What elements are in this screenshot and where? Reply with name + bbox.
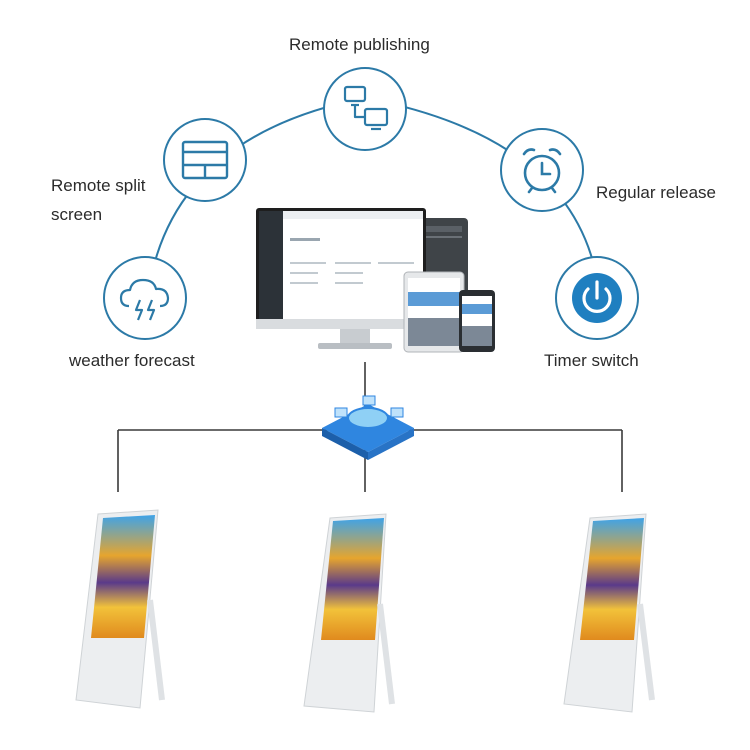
tablet-device xyxy=(403,271,465,353)
kiosk-left xyxy=(75,509,165,709)
regular-release-circle xyxy=(500,128,584,212)
hub-card-top xyxy=(362,395,376,406)
remote-publishing-label: Remote publishing xyxy=(289,35,430,54)
kiosk-left-stand xyxy=(147,599,165,701)
hub-card-left xyxy=(334,407,348,418)
kiosk-center xyxy=(303,513,395,713)
hub-right-side xyxy=(368,428,414,460)
split-layout-icon xyxy=(181,140,229,180)
network-computers-icon xyxy=(343,85,389,131)
phone-device xyxy=(459,290,495,352)
desktop-monitor xyxy=(256,208,426,349)
cloud-lightning-icon xyxy=(119,278,170,321)
weather-forecast-label: weather forecast xyxy=(69,351,195,370)
remote-split-circle xyxy=(163,118,247,202)
weather-forecast-circle xyxy=(103,256,187,340)
hub-card-right xyxy=(390,407,404,418)
timer-switch-label: Timer switch xyxy=(544,351,639,370)
kiosk-right xyxy=(563,513,655,713)
kiosk-left-screen xyxy=(91,515,155,638)
hub-disc xyxy=(347,407,389,429)
regular-release-label: Regular release xyxy=(596,183,717,202)
kiosk-right-screen xyxy=(580,518,644,640)
power-icon xyxy=(572,273,622,323)
kiosk-center-stand xyxy=(377,603,395,705)
remote-split-label-line1: Remote split xyxy=(51,176,146,195)
kiosk-right-stand xyxy=(637,603,655,701)
hub-left-side xyxy=(322,428,368,460)
alarm-clock-icon xyxy=(522,148,562,194)
timer-switch-circle xyxy=(555,256,639,340)
kiosk-center-screen xyxy=(321,518,384,640)
remote-split-label-line2: screen xyxy=(51,205,103,224)
remote-publishing-circle xyxy=(323,67,407,151)
